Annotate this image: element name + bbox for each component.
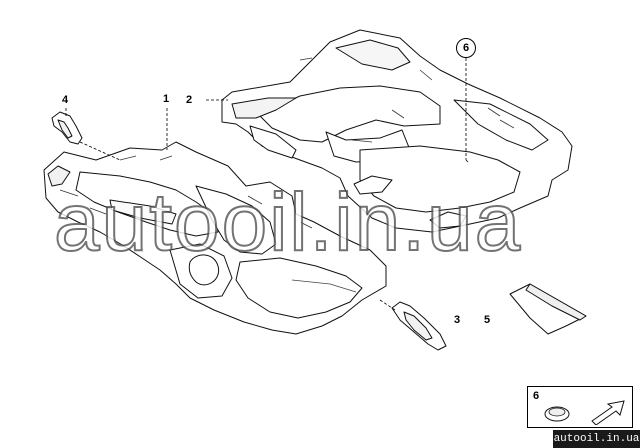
leader-line-4b [79, 141, 121, 161]
callout-2: 2 [186, 94, 193, 106]
part-3-pad [391, 301, 447, 351]
rear-floor-carpet [221, 29, 573, 233]
leader-line-3 [379, 299, 396, 311]
watermark-text: autooil.in.ua [53, 177, 523, 268]
callout-6-circle: 6 [456, 38, 476, 58]
legend-box: 6 [527, 386, 633, 428]
part-4-pad [51, 111, 83, 145]
site-badge: autooil.in.ua [553, 430, 640, 448]
legend-parts-icon [544, 400, 625, 425]
callout-1: 1 [163, 93, 170, 105]
leader-line-6b [465, 159, 469, 163]
legend-number: 6 [533, 390, 540, 402]
callout-3: 3 [454, 314, 461, 326]
front-floor-carpet [43, 141, 387, 335]
part-5-wedge [509, 283, 587, 335]
callout-4: 4 [62, 94, 69, 106]
callout-5: 5 [484, 314, 491, 326]
